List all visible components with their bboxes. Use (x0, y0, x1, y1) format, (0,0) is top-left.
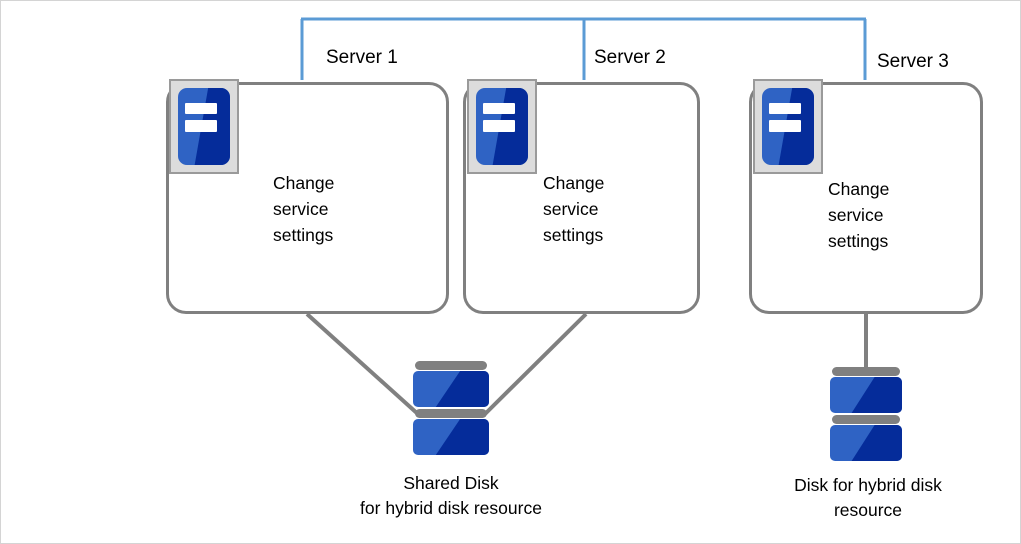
server-icon-chip (762, 88, 814, 165)
disk-block-shade (851, 425, 902, 461)
server-icon-bar-bottom (482, 120, 515, 132)
disk-bar-top (415, 361, 487, 370)
server-icon-bar-bottom (768, 120, 801, 132)
disk-block-lower (413, 419, 489, 455)
server-2-label: Server 2 (594, 47, 666, 68)
disk-block-shade (435, 371, 489, 407)
local-disk-icon[interactable] (830, 367, 902, 463)
server-3-body-text: Change service settings (828, 179, 890, 251)
server-icon-chip (476, 88, 528, 165)
disk-bar-top (832, 367, 900, 376)
server-icon-bar-top (482, 102, 515, 115)
disk-block-upper (830, 377, 902, 413)
connector-server1-shared-disk (305, 312, 421, 417)
shared-disk-label: Shared Disk for hybrid disk resource (360, 473, 542, 518)
server-icon (753, 79, 823, 174)
server-icon-bar-top (768, 102, 801, 115)
server-1-box[interactable] (166, 82, 449, 314)
server-icon-bar-bottom (184, 120, 217, 132)
local-disk-label: Disk for hybrid disk resource (794, 475, 942, 520)
server-icon (467, 79, 537, 174)
disk-bar-middle (832, 415, 900, 424)
disk-bar-middle (415, 409, 487, 418)
server-1-label: Server 1 (326, 47, 398, 68)
disk-block-shade (851, 377, 902, 413)
server-icon (169, 79, 239, 174)
server-3-label: Server 3 (877, 51, 949, 72)
server-1-body-text: Change service settings (273, 173, 335, 245)
connector-server2-shared-disk (482, 312, 588, 417)
disk-block-upper (413, 371, 489, 407)
server-icon-bar-top (184, 102, 217, 115)
shared-disk-icon[interactable] (413, 361, 489, 457)
server-icon-chip (178, 88, 230, 165)
disk-block-shade (435, 419, 489, 455)
disk-block-lower (830, 425, 902, 461)
server-2-body-text: Change service settings (543, 173, 605, 245)
